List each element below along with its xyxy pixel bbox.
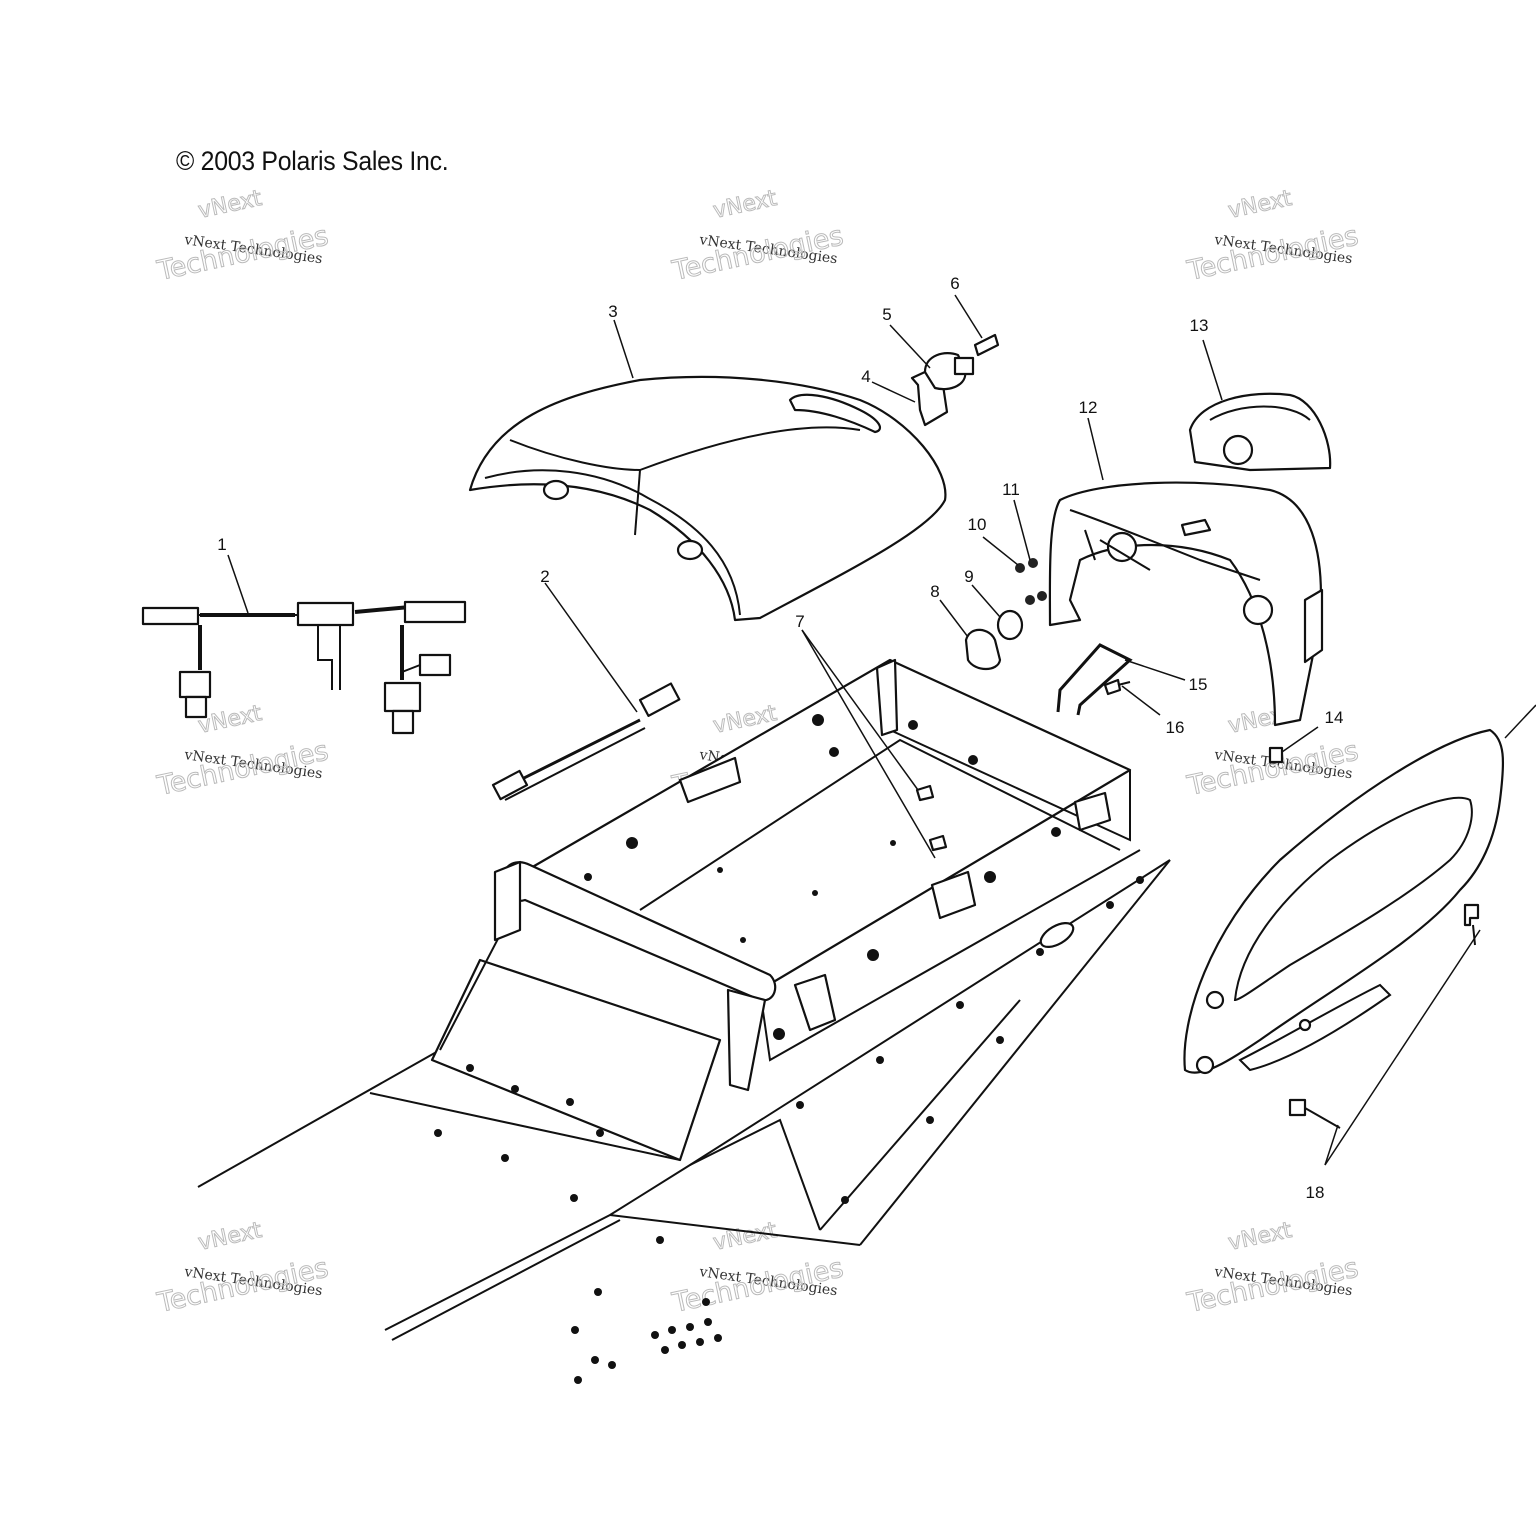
- callout-5: 5: [882, 305, 891, 324]
- svg-text:Technologies: Technologies: [154, 1252, 331, 1319]
- svg-text:Technologies: Technologies: [669, 220, 846, 287]
- lock-key: [973, 333, 1000, 357]
- callout-7: 7: [795, 612, 804, 631]
- svg-text:vNext: vNext: [711, 1218, 779, 1256]
- tunnel-frame: [197, 658, 1171, 1384]
- callout-9: 9: [964, 567, 973, 586]
- svg-text:Technologies: Technologies: [1184, 735, 1361, 802]
- watermark: vNext vNext Technologies Technologies: [669, 185, 847, 287]
- storage-lid: [468, 375, 947, 622]
- taillight-lens: [1188, 392, 1332, 472]
- callout-4: 4: [861, 367, 870, 386]
- watermark: vNext vNext Technologies Technologies: [1184, 1217, 1362, 1319]
- svg-text:vNext: vNext: [711, 186, 779, 224]
- rivets: [1288, 903, 1480, 1129]
- watermark: vNext vNext Technologies Technologies: [154, 185, 332, 287]
- copyright-notice: © 2003 Polaris Sales Inc.: [176, 146, 449, 176]
- callout-labels: 1 2 3 4 5 6 7 8 9 10 11 12 13 14 15 16 1…: [217, 274, 1343, 1202]
- svg-text:Technologies: Technologies: [154, 735, 331, 802]
- sensor-cable: [491, 682, 681, 801]
- callout-18: 18: [1306, 1183, 1325, 1202]
- leader-lines: [227, 294, 1536, 1166]
- lock-assembly: [910, 333, 1000, 427]
- callout-1: 1: [217, 535, 226, 554]
- svg-text:vNext: vNext: [1226, 186, 1294, 224]
- side-panel: [1183, 728, 1505, 1075]
- watermark: vNext vNext Technologies Technologies: [154, 1217, 332, 1319]
- callout-15: 15: [1189, 675, 1208, 694]
- callout-3: 3: [608, 302, 617, 321]
- callout-11: 11: [1002, 480, 1020, 499]
- callout-6: 6: [950, 274, 959, 293]
- taillight-housing: [1048, 481, 1324, 727]
- svg-text:vNext: vNext: [196, 186, 264, 224]
- svg-text:Technologies: Technologies: [1184, 220, 1361, 287]
- svg-text:Technologies: Technologies: [154, 220, 331, 287]
- screws: [915, 784, 948, 852]
- callout-12: 12: [1079, 398, 1098, 417]
- bulb: [996, 609, 1024, 641]
- svg-text:vNext: vNext: [196, 1218, 264, 1256]
- watermark: vNext vNext Technologies Technologies: [154, 700, 332, 802]
- callout-10: 10: [968, 515, 987, 534]
- watermark: vNext vNext Technologies Technologies: [1184, 185, 1362, 287]
- callout-16: 16: [1166, 718, 1185, 737]
- lamp-socket: [964, 628, 1002, 671]
- svg-text:Technologies: Technologies: [669, 1252, 846, 1319]
- svg-text:vNext: vNext: [1226, 1218, 1294, 1256]
- screw: [1268, 746, 1284, 764]
- callout-14: 14: [1325, 708, 1344, 727]
- callout-8: 8: [930, 582, 939, 601]
- lamp-bulbs: [964, 558, 1047, 671]
- svg-text:Technologies: Technologies: [1184, 1252, 1361, 1319]
- wiring-harness: [141, 600, 467, 735]
- callout-2: 2: [540, 567, 549, 586]
- fasteners: [1056, 643, 1284, 764]
- callout-13: 13: [1190, 316, 1209, 335]
